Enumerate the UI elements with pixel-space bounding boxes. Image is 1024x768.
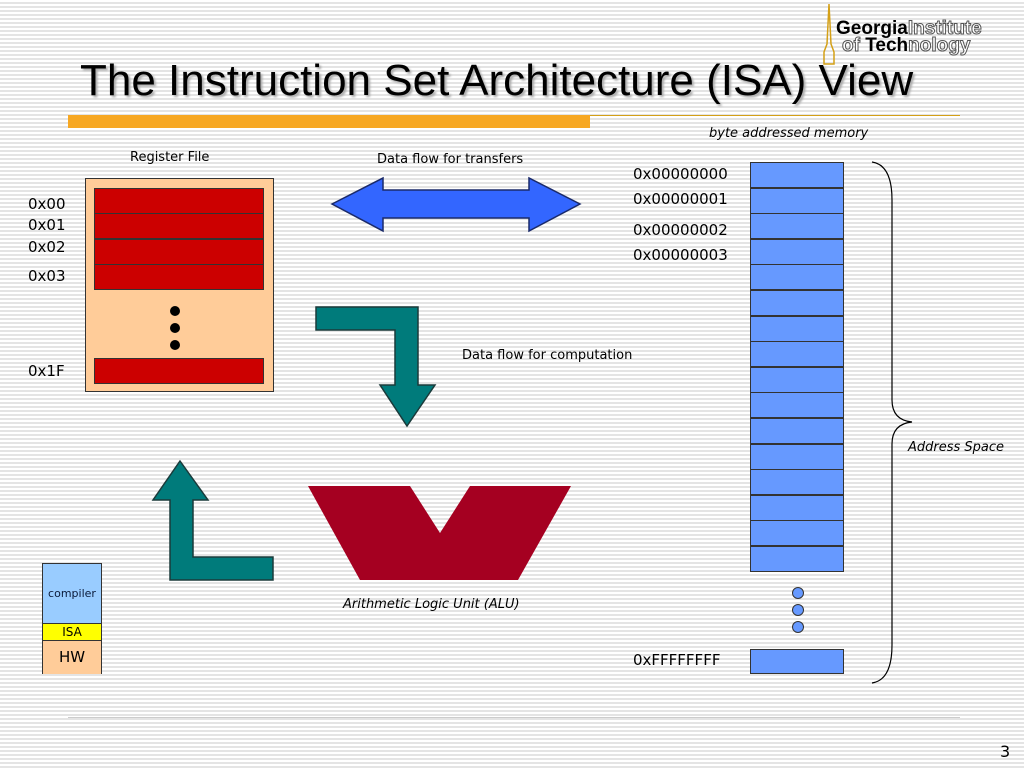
alu-shape [308, 486, 571, 580]
memory-cell [750, 469, 844, 496]
title-underline-line [590, 115, 960, 116]
memory-cell [750, 494, 844, 521]
register-31 [94, 358, 264, 384]
computation-label: Data flow for computation [462, 348, 633, 363]
alu-label: Arithmetic Logic Unit (ALU) [343, 597, 520, 612]
abstraction-stack: compiler ISA HW [42, 563, 102, 674]
title-underline-bar [68, 115, 590, 128]
memory-cell [750, 187, 844, 214]
transfer-double-arrow [330, 176, 582, 233]
memory-address: 0x00000001 [633, 190, 728, 208]
memory-address: 0x00000002 [633, 221, 728, 239]
hw-layer: HW [43, 641, 101, 674]
memory-cell [750, 213, 844, 240]
ellipsis-dot [170, 323, 180, 333]
memory-address: 0xFFFFFFFF [633, 651, 721, 669]
isa-layer: ISA [43, 624, 101, 641]
register-file-label: Register File [130, 150, 210, 165]
memory-address: 0x00000000 [633, 165, 728, 183]
memory-cell [750, 392, 844, 419]
slide-title: The Instruction Set Architecture (ISA) V… [80, 56, 914, 105]
memory-cell [750, 546, 844, 572]
memory-cell [750, 290, 844, 316]
memory-cell [750, 418, 844, 444]
register-address: 0x1F [28, 362, 65, 380]
register-3 [94, 264, 264, 290]
register-address: 0x02 [28, 238, 66, 256]
compiler-layer: compiler [43, 564, 101, 624]
memory-cell [750, 341, 844, 368]
tower-icon [823, 4, 835, 65]
address-space-label: Address Space [908, 440, 1005, 455]
register-address: 0x01 [28, 216, 66, 234]
computation-arrow-down [315, 306, 437, 428]
ellipsis-dot [170, 340, 180, 350]
memory-cell [750, 238, 844, 265]
memory-address: 0x00000003 [633, 246, 728, 264]
register-1 [94, 213, 264, 239]
memory-cell-last [750, 649, 844, 674]
page-number: 3 [1000, 742, 1011, 761]
register-address: 0x00 [28, 195, 66, 213]
transfers-label: Data flow for transfers [377, 152, 524, 167]
memory-cell [750, 520, 844, 547]
register-address: 0x03 [28, 267, 66, 285]
ellipsis-dot [792, 621, 804, 633]
footer-line [68, 717, 960, 718]
ellipsis-dot [792, 587, 804, 599]
memory-cell [750, 366, 844, 393]
ellipsis-dot [792, 604, 804, 616]
address-space-brace [871, 161, 913, 684]
memory-cell [750, 315, 844, 342]
memory-cell [750, 264, 844, 291]
memory-cell [750, 443, 844, 470]
ellipsis-dot [170, 306, 180, 316]
memory-label: byte addressed memory [709, 126, 869, 141]
computation-arrow-up [151, 459, 274, 581]
memory-cell [750, 162, 844, 188]
